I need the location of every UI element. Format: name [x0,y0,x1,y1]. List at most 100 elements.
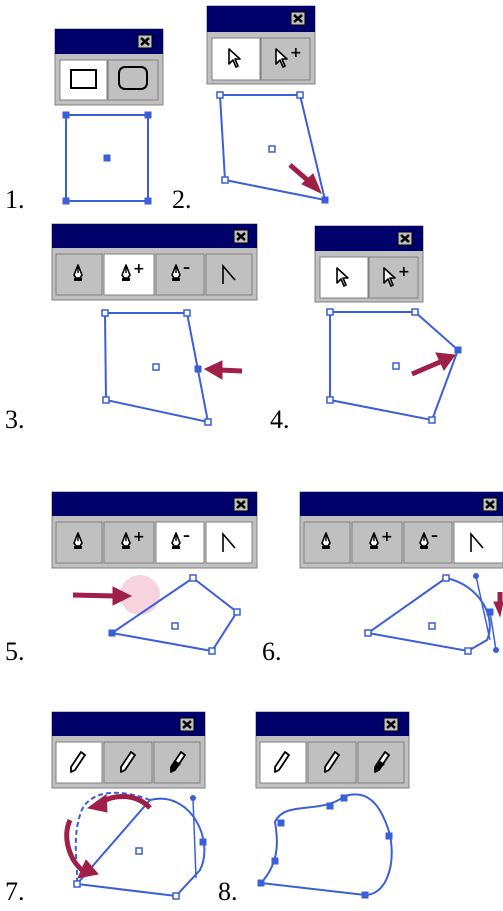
step-8: 8. [218,711,410,906]
close-icon[interactable] [178,716,196,733]
anchor-point [62,197,70,205]
palette-title-bar [52,492,257,516]
deleted-point-highlight [120,575,160,615]
step-number: 4. [270,405,290,434]
step-5: 5. + – [5,491,258,666]
svg-text:+: + [133,529,145,545]
anchor-point [326,396,334,404]
close-icon[interactable] [232,496,250,513]
eraser-tool-button[interactable] [153,741,201,784]
close-icon[interactable] [289,10,307,27]
drag-arrow-icon [411,352,456,377]
step-6: 6. + – [262,491,503,666]
anchor-point [172,892,180,900]
rectangle-path [65,114,149,202]
svg-text:+: + [398,264,410,280]
center-point [268,145,276,153]
handle-point [473,573,479,579]
step-number: 8. [218,877,238,906]
direction-handle [489,611,497,651]
anchor-point [102,396,110,404]
handle-point [190,795,196,801]
anchor-point [361,891,369,899]
step-1: 1. [5,28,164,214]
direction-handle [192,797,197,879]
delete-point-arrow-icon [72,586,133,606]
close-icon[interactable] [136,33,154,50]
convert-anchor-tool-button[interactable] [205,521,253,564]
center-point [152,363,160,371]
dragged-anchor-point [454,346,462,354]
anchor-point [204,418,212,426]
anchor-point [257,879,265,887]
anchor-point [326,308,334,316]
redraw-arrow-icon [64,794,152,879]
anchor-point [189,574,197,582]
svg-text:+: + [133,261,145,277]
selection-tool-palette: + [314,225,424,303]
step-4: 4. + [270,225,462,434]
pen-tool-palette: + – [51,223,258,301]
curved-path [365,576,491,653]
added-anchor-point [194,365,202,373]
anchor-point [199,838,207,846]
svg-text:–: – [183,260,190,276]
palette-title-bar [52,224,257,248]
svg-text:–: – [183,528,190,544]
selection-tool-palette: + [206,5,316,85]
svg-text:+: + [381,529,393,545]
close-icon[interactable] [396,230,414,247]
anchor-point [326,802,334,810]
add-point-arrow-icon [203,360,243,380]
anchor-point [340,794,348,802]
step-number: 2. [172,185,192,214]
pen-tool-palette: + – [299,491,503,569]
step-number: 5. [5,637,25,666]
direction-handle [475,575,491,641]
center-point [392,362,400,370]
selection-tool-button[interactable] [319,256,369,299]
anchor-point [296,91,304,99]
anchor-point [144,111,152,119]
pencil-tool-palette [51,711,206,789]
anchor-point [385,832,393,840]
handle-point [493,647,499,653]
shape-tool-palette [54,28,164,106]
close-icon[interactable] [382,716,400,733]
center-point [171,622,179,630]
pentagon-path [329,311,460,422]
step-number: 7. [5,877,25,906]
anchor-point [464,647,472,655]
redrawn-pencil-path [258,793,393,897]
anchor-point [183,309,191,317]
anchor-point [62,111,70,119]
step-number: 3. [5,405,25,434]
anchor-point [442,574,450,582]
center-point [428,622,436,630]
anchor-point [208,647,216,655]
svg-text:+: + [290,45,302,61]
anchor-point [277,819,285,827]
anchor-point [233,608,241,616]
palette-title-bar [300,492,503,516]
anchor-point [108,629,116,637]
step-number: 6. [262,637,282,666]
center-point [135,847,143,855]
convert-anchor-tool-button[interactable] [205,253,253,296]
add-anchor-tool-button[interactable] [351,521,403,564]
anchor-point [428,416,436,424]
rounded-rectangle-icon [118,66,148,90]
svg-text:–: – [431,528,438,544]
anchor-point [101,309,109,317]
anchor-point [271,857,279,865]
step-2: 2. + [172,5,329,214]
close-icon[interactable] [232,228,250,245]
anchor-point [216,91,224,99]
rectangle-icon [70,69,97,89]
rectangle-tool-button[interactable] [59,59,108,101]
converted-anchor-point [486,608,494,616]
close-icon[interactable] [481,496,499,513]
drag-arrow-icon [288,163,322,195]
pen-tool-palette: + – [51,491,258,569]
dragged-anchor-point [321,196,329,204]
